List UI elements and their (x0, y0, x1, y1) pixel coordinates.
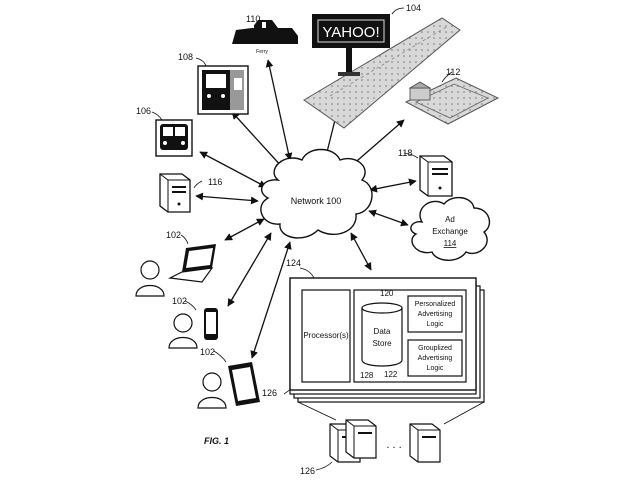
grouplized-ref: 122 (384, 370, 398, 379)
server-farm-ellipsis: . . . (386, 439, 401, 451)
arrow-ad-exchange (368, 209, 409, 227)
server-118-ref: 118 (398, 148, 412, 158)
arrow-tablet (250, 241, 292, 359)
ad-exchange-label-2: Exchange (432, 227, 468, 236)
system-ref: 124 (286, 258, 301, 268)
ad-exchange-label-1: Ad (445, 215, 455, 224)
arrow-laptop (224, 218, 265, 241)
bus-icon (155, 119, 193, 157)
server-farm-icon: . . . (329, 419, 441, 463)
network-label: Network 100 (291, 196, 342, 206)
data-store-top-ref: 120 (380, 289, 394, 298)
grouplized-label-2: Advertising (418, 355, 453, 362)
server-farm-ref: 126 (300, 466, 315, 476)
tablet-icon (228, 362, 260, 406)
ad-exchange-ref: 114 (444, 239, 457, 248)
server-116-icon (159, 173, 191, 213)
personalized-label-1: Personalized (415, 301, 456, 308)
stack-to-farm-lines (297, 401, 485, 425)
ferry-caption: Ferry (256, 49, 268, 55)
grouplized-label-1: Grouplized (418, 345, 452, 352)
system-stack-ref: 126 (262, 388, 277, 398)
arrow-stadium (349, 119, 405, 168)
figure-caption: FIG. 1 (204, 436, 229, 446)
ferry-icon: Ferry (232, 20, 298, 55)
phone-user-ref: 102 (172, 296, 187, 306)
personalized-label-2: Advertising (418, 311, 453, 318)
arrow-server-118 (369, 178, 417, 193)
billboard-icon: YAHOO! (312, 14, 390, 76)
arrow-system (350, 232, 372, 271)
server-icon (345, 419, 377, 459)
arrow-bus (199, 151, 267, 188)
arrow-server-116 (195, 192, 259, 205)
processor-label: Processor(s) (303, 331, 349, 340)
arrow-phone (227, 232, 272, 307)
stadium-ref: 112 (446, 67, 460, 77)
data-store-ref: 128 (360, 371, 374, 380)
person-icon (168, 313, 198, 349)
laptop-icon (167, 244, 216, 283)
tablet-user-ref: 102 (200, 347, 215, 357)
train-ref: 108 (178, 52, 193, 62)
data-store-label-1: Data (374, 327, 391, 336)
arrow-train (231, 111, 284, 169)
phone-icon (204, 308, 218, 340)
person-icon (197, 372, 227, 409)
laptop-user-ref: 102 (166, 230, 181, 240)
data-store-label-2: Store (372, 339, 392, 348)
server-icon (409, 423, 441, 463)
personalized-logic-box: Personalized Advertising Logic (407, 295, 463, 333)
grouplized-logic-box: Grouplized Advertising Logic (407, 339, 463, 377)
billboard-road (303, 17, 461, 129)
server-116-ref: 116 (208, 177, 222, 187)
billboard-ref: 104 (406, 3, 421, 13)
server-118-icon (419, 155, 453, 197)
train-icon (197, 65, 249, 115)
arrow-ferry (265, 59, 293, 161)
ad-exchange-cloud: Ad Exchange 114 (410, 197, 491, 261)
bus-ref: 106 (136, 106, 151, 116)
person-icon (135, 260, 165, 297)
network-cloud: Network 100 (260, 148, 373, 239)
personalized-label-3: Logic (427, 321, 444, 328)
stadium-icon (404, 77, 500, 125)
processor-box: Processor(s) (301, 289, 351, 383)
ferry-ref: 110 (246, 14, 260, 24)
grouplized-label-3: Logic (427, 365, 444, 372)
billboard-brand: YAHOO! (322, 24, 379, 41)
